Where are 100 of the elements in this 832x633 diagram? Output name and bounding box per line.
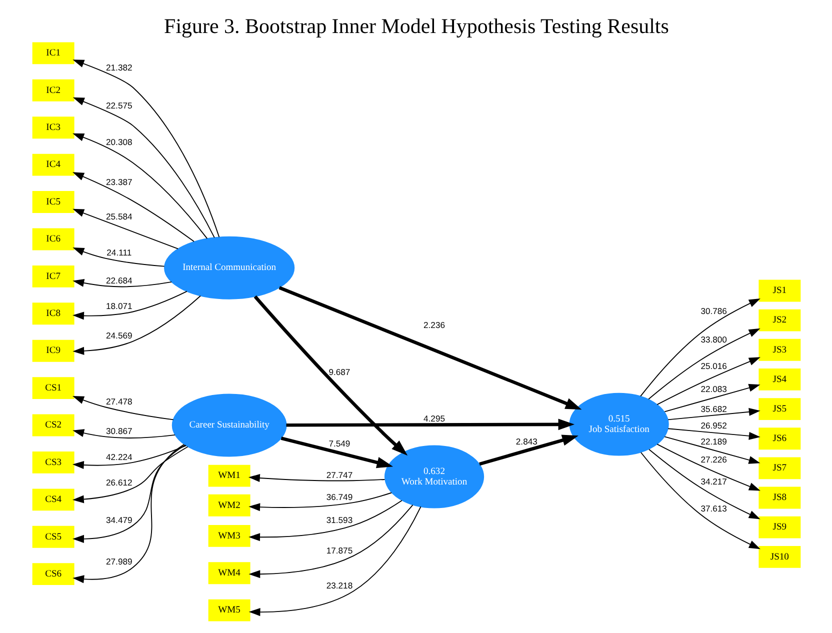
node-box: JS2 (758, 309, 800, 332)
arrow (248, 474, 385, 482)
edge-label: 22.575 (106, 100, 132, 111)
arrow (248, 506, 421, 616)
edge-label: 25.016 (700, 361, 726, 372)
arrow (248, 500, 402, 542)
node-ellipse: Internal Communication (164, 236, 294, 300)
arrow (72, 97, 214, 238)
arrow (72, 445, 186, 470)
node-box: IC9 (32, 340, 74, 362)
arrow (648, 448, 760, 520)
node-box: JS10 (758, 546, 800, 568)
edge-label: 30.786 (700, 306, 726, 316)
arrow (72, 444, 184, 584)
node-box: JS6 (758, 428, 800, 450)
edge-label: 26.952 (700, 420, 726, 430)
edge-label: 22.684 (106, 275, 132, 286)
edge-label: 30.867 (106, 426, 132, 436)
node-box: IC7 (32, 265, 74, 288)
node-box: IC1 (32, 42, 74, 64)
node-box: JS8 (758, 486, 800, 509)
node-box: CS5 (32, 526, 74, 548)
arrow (72, 290, 187, 320)
arrow (278, 286, 582, 410)
edge-label: 34.217 (700, 476, 726, 487)
edge-label: 9.687 (328, 366, 350, 377)
edge-label: 24.111 (106, 248, 132, 258)
edge-label: 17.875 (326, 545, 352, 556)
arrow (640, 452, 760, 550)
arrow (648, 328, 760, 400)
node-box: JS9 (758, 516, 800, 538)
edge-label: 25.584 (106, 211, 132, 222)
arrow (248, 504, 413, 578)
arrow (664, 436, 760, 464)
edge-label: 42.224 (106, 452, 132, 462)
arrow (664, 384, 760, 412)
arrow (656, 444, 760, 491)
edge-label: 27.226 (700, 454, 726, 465)
node-box: CS2 (32, 414, 74, 436)
edge-label: 23.387 (106, 177, 132, 188)
edge-label: 27.989 (106, 556, 132, 567)
arrow (667, 408, 760, 420)
arrow (656, 357, 760, 406)
node-ellipse: 0.632 Work Motivation (384, 445, 484, 508)
arrow (72, 208, 178, 250)
node-ellipse: Career Sustainability (171, 394, 286, 457)
node-box: IC6 (32, 228, 74, 250)
edge-label: 18.071 (106, 301, 132, 312)
arrow (640, 298, 760, 397)
node-box: WM1 (208, 464, 250, 487)
edge-label: 35.682 (700, 404, 726, 414)
edge-label: 36.749 (326, 492, 352, 502)
edge-label: 2.236 (423, 320, 444, 330)
node-box: WM3 (208, 524, 250, 547)
diagram-title: Figure 3. Bootstrap Inner Model Hypothesis Testing Results (164, 14, 668, 38)
arrow (72, 446, 188, 504)
node-ellipse: 0.515 Job Satisfaction (568, 392, 668, 456)
arrow (248, 492, 392, 512)
node-box: WM2 (208, 494, 250, 516)
edge-label: 27.747 (326, 470, 352, 480)
arrow (667, 428, 760, 440)
edge-label: 31.593 (326, 514, 352, 525)
arrow (286, 418, 574, 430)
node-box: JS1 (758, 280, 800, 302)
edge-label: 4.295 (423, 414, 444, 424)
node-box: JS4 (758, 368, 800, 390)
node-box: IC5 (32, 191, 74, 213)
node-box: WM5 (208, 599, 250, 622)
node-box: JS7 (758, 457, 800, 480)
arrow (72, 444, 186, 543)
arrow (72, 248, 164, 267)
arrow (72, 429, 175, 438)
arrow (253, 295, 408, 456)
edge-label: 26.612 (106, 478, 132, 488)
edge-label: 20.308 (106, 136, 132, 147)
edge-label: 7.549 (328, 438, 350, 448)
edge-label: 22.083 (700, 384, 726, 394)
edge-label: 24.569 (106, 330, 132, 341)
edge-label: 27.478 (106, 396, 132, 406)
edge-label: 21.382 (106, 62, 132, 73)
node-box: IC2 (32, 79, 74, 102)
arrow (280, 436, 393, 468)
node-box: IC3 (32, 116, 74, 139)
arrow (72, 172, 194, 242)
arrow (72, 278, 172, 288)
node-box: JS5 (758, 398, 800, 420)
edge-label: 22.189 (700, 436, 726, 447)
edge-label: 37.613 (700, 503, 726, 514)
node-box: CS1 (32, 377, 74, 400)
node-box: CS4 (32, 488, 74, 511)
edge-label: 23.218 (326, 580, 352, 591)
node-box: JS3 (758, 338, 800, 361)
node-box: IC8 (32, 302, 74, 325)
arrow (72, 396, 174, 420)
edge-label: 34.479 (106, 514, 132, 525)
arrow (72, 295, 200, 355)
node-box: CS6 (32, 563, 74, 586)
node-box: CS3 (32, 452, 74, 474)
edge-label: 2.843 (515, 436, 537, 447)
edge-label: 33.800 (700, 334, 726, 344)
